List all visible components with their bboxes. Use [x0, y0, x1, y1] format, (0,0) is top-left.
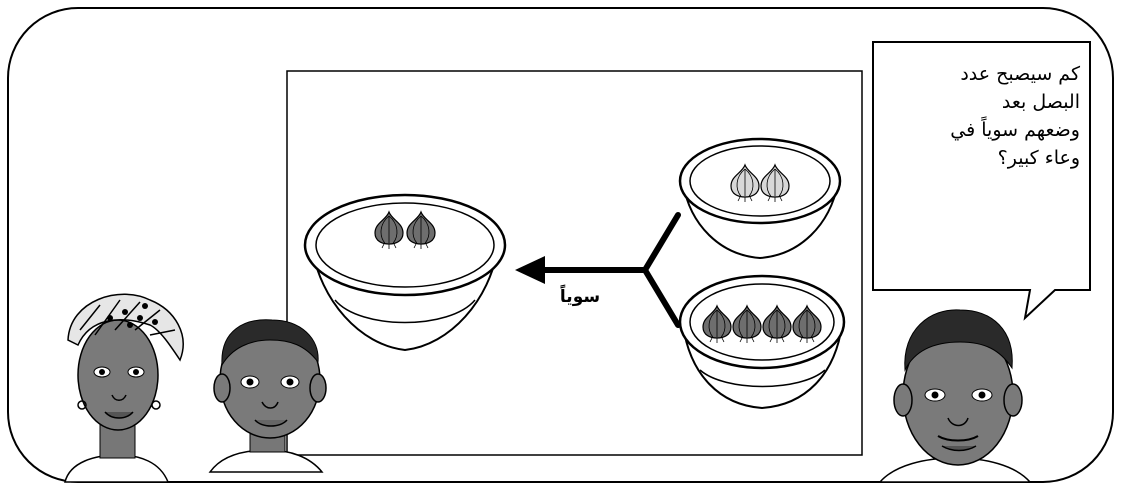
source-bowl-top: [678, 137, 842, 260]
top-bowl-onions: [730, 163, 790, 202]
onion-icon: [406, 210, 436, 249]
speech-line: وضعهم سوياً في: [950, 119, 1080, 141]
arrow-label: سوياً: [559, 287, 601, 307]
woman-with-headwrap: [64, 293, 184, 483]
outer-frame: [7, 7, 1114, 483]
onion-icon: [702, 304, 732, 343]
speech-line: كم سيصبح عدد: [960, 63, 1080, 85]
onion-icon: [762, 304, 792, 343]
onion-icon: [792, 304, 822, 343]
onion-icon: [732, 304, 762, 343]
combined-bowl: [303, 193, 507, 352]
bottom-bowl-onions: [702, 304, 822, 343]
combine-arrow: [515, 212, 681, 328]
speech-bubble-text: كم سيصبح عدد البصل بعد وضعهم سوياً في وع…: [880, 60, 1080, 172]
man-speaking: [878, 309, 1032, 483]
speech-line: وعاء كبير؟: [997, 147, 1080, 169]
speech-bubble: [872, 41, 1091, 321]
source-bowl-bottom: [678, 274, 846, 410]
onion-icon: [730, 163, 760, 202]
combined-bowl-onions: [374, 210, 436, 249]
speech-line: البصل بعد: [1001, 91, 1080, 113]
boy: [208, 319, 327, 473]
onion-icon: [374, 210, 404, 249]
onion-icon: [760, 163, 790, 202]
